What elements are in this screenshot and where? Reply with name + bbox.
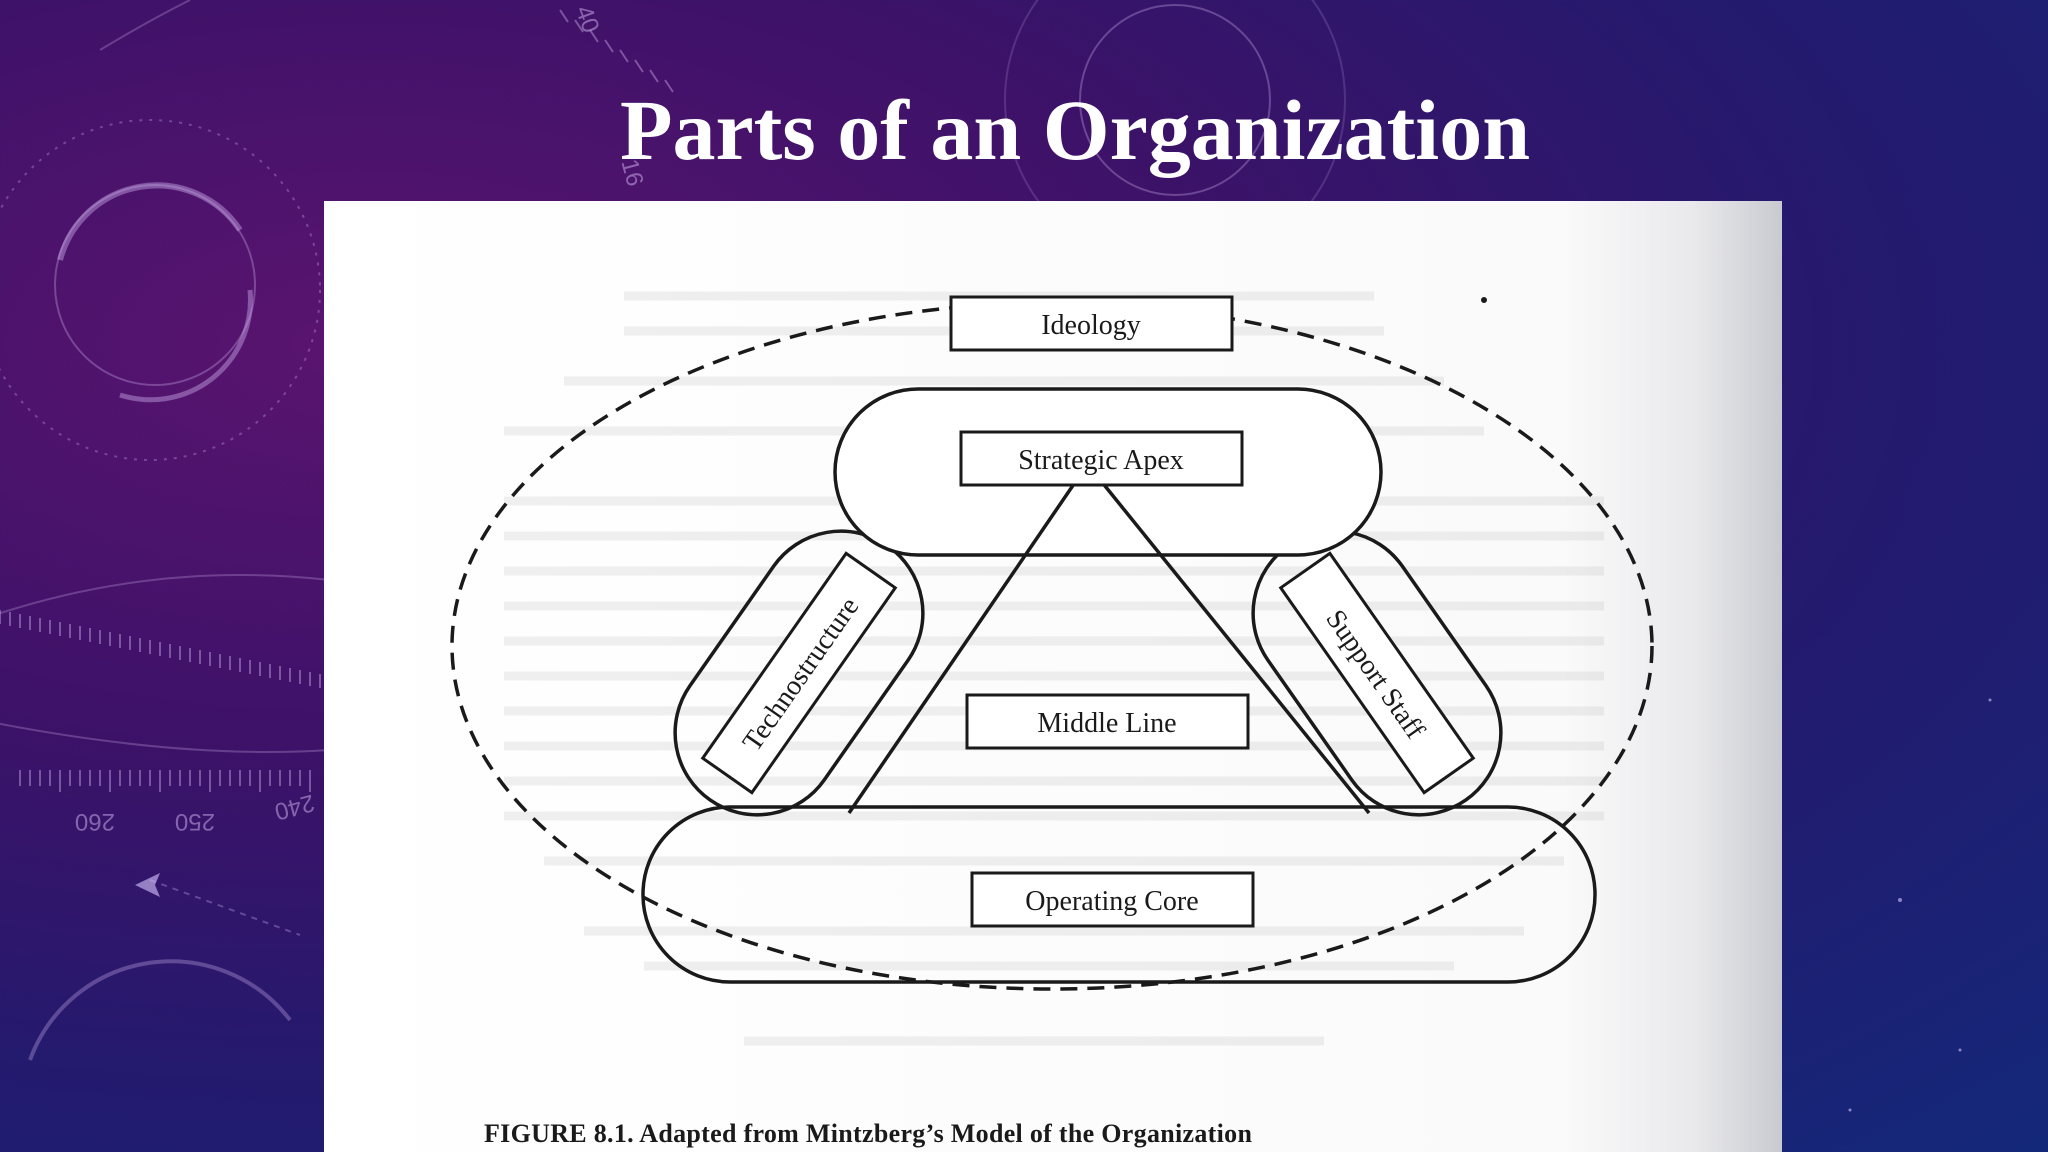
decor-dot-3	[1848, 1108, 1852, 1112]
middle-line-left-edge	[847, 480, 1078, 814]
operating-core-box	[970, 871, 1255, 928]
dial-label-260: 260	[75, 808, 115, 835]
figure-caption: FIGURE 8.1. Adapted from Mintzberg’s Mod…	[484, 1119, 1253, 1148]
organization-boundary	[450, 301, 1654, 991]
decor-ring-3	[1079, 4, 1271, 196]
boundary-dot	[1481, 297, 1487, 303]
slide-title: Parts of an Organization	[619, 82, 1531, 178]
decor-ring-2	[0, 119, 321, 461]
decor-dot-1	[1898, 898, 1902, 902]
decor-ticks-3	[559, 9, 674, 93]
dial-label-240: 240	[272, 789, 318, 825]
middle-line-label: Middle Line	[1037, 708, 1176, 739]
decor-arc-3	[28, 959, 292, 1061]
decor-dot-2	[1958, 1048, 1962, 1052]
ideology-label: Ideology	[1041, 310, 1141, 341]
middle-line-box	[965, 693, 1250, 750]
operating-core-label: Operating Core	[1025, 886, 1198, 917]
decor-wave-1	[0, 574, 331, 615]
strategic-apex-label: Strategic Apex	[1018, 445, 1184, 476]
decor-ticks-1	[0, 610, 321, 688]
decor-arrow-icon	[135, 873, 160, 897]
ideology-box	[949, 295, 1234, 352]
decor-ticks-2	[19, 770, 311, 792]
decor-dashed-1	[149, 879, 301, 936]
strategic-apex-box	[959, 430, 1244, 487]
dial-label-250: 250	[175, 808, 215, 835]
decor-dot-4	[1988, 698, 1992, 702]
decor-arc-2	[119, 289, 253, 403]
decor-arc-1	[57, 182, 243, 261]
operating-core-capsule	[641, 805, 1597, 984]
decor-wave-3	[99, 0, 191, 51]
decor-ring-1	[54, 184, 256, 386]
middle-line-right-edge	[1099, 479, 1371, 815]
mintzberg-diagram: Technostructure Support Staff Ideology S…	[450, 291, 1654, 1046]
decor-wave-2	[0, 722, 331, 753]
figure-panel: Technostructure Support Staff Ideology S…	[324, 201, 1782, 1152]
dial-label-top: 40	[570, 2, 605, 36]
